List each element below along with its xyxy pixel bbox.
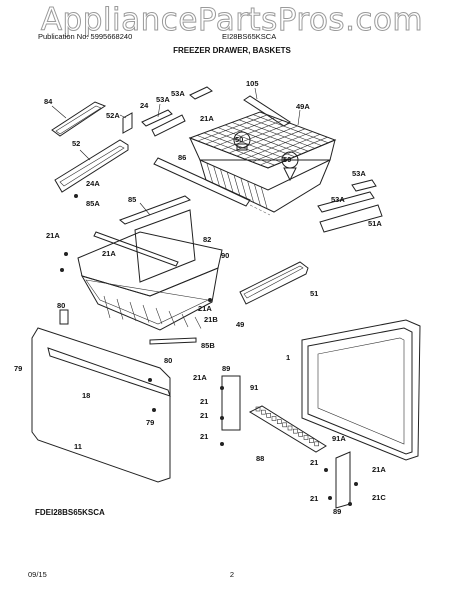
callout: 89 bbox=[333, 507, 341, 516]
part-49a-wire-basket bbox=[188, 109, 337, 213]
callout: 21C bbox=[372, 493, 386, 502]
callout: 49A bbox=[296, 102, 310, 111]
part-82-rod bbox=[93, 231, 179, 267]
callout: 21A bbox=[372, 465, 386, 474]
callout: 11 bbox=[74, 442, 82, 451]
screw-icon bbox=[148, 378, 152, 382]
part-85b-bar bbox=[149, 337, 197, 345]
screw-icon bbox=[208, 298, 212, 302]
page-number: 2 bbox=[229, 570, 235, 579]
part-52a-bracket bbox=[119, 112, 133, 134]
screw-icon bbox=[74, 194, 78, 198]
screw-icon bbox=[220, 442, 224, 446]
callout: 21B bbox=[204, 315, 218, 324]
part-11-drawer-front bbox=[31, 309, 171, 483]
callout: 82 bbox=[203, 235, 211, 244]
callout: 18 bbox=[82, 391, 90, 400]
callout: 21A bbox=[198, 304, 212, 313]
callout: 21A bbox=[193, 373, 207, 382]
part-52-slide bbox=[54, 139, 129, 193]
callout: 86 bbox=[178, 153, 186, 162]
callout: 80 bbox=[164, 356, 172, 365]
footer-model: FDEI28BS65KSCA bbox=[35, 508, 105, 517]
part-51-slide bbox=[239, 261, 309, 305]
callout: 85 bbox=[128, 195, 136, 204]
callout: 51 bbox=[310, 289, 318, 298]
callout: 1 bbox=[286, 353, 290, 362]
callout: 80 bbox=[57, 301, 65, 310]
callout: 105 bbox=[246, 79, 259, 88]
callout: 21A bbox=[200, 114, 214, 123]
callout: 50 bbox=[283, 155, 291, 164]
callout: 21A bbox=[46, 231, 60, 240]
callout: 84 bbox=[44, 97, 53, 106]
screw-icon bbox=[354, 482, 358, 486]
callout: 24A bbox=[86, 179, 100, 188]
screw-icon bbox=[64, 252, 68, 256]
part-53a-slide bbox=[141, 86, 213, 137]
callout-labels: 84 52A 24 53A 53A 105 21A 49A 50 86 50 5… bbox=[14, 79, 386, 516]
screw-icon bbox=[220, 386, 224, 390]
part-84-rail bbox=[51, 101, 107, 137]
callout: 50 bbox=[235, 135, 243, 144]
callout: 21 bbox=[200, 432, 208, 441]
part-49-basket bbox=[77, 231, 223, 331]
callout: 79 bbox=[14, 364, 22, 373]
part-53a-right bbox=[317, 179, 383, 233]
screw-icons bbox=[60, 194, 358, 506]
part-105-bar bbox=[243, 87, 291, 127]
callout: 49 bbox=[236, 320, 244, 329]
callout: 52 bbox=[72, 139, 80, 148]
callout: 89 bbox=[222, 364, 230, 373]
callout: 88 bbox=[256, 454, 264, 463]
callout: 21 bbox=[200, 411, 208, 420]
screw-icon bbox=[152, 408, 156, 412]
callout: 79 bbox=[146, 418, 154, 427]
callout: 21 bbox=[310, 458, 318, 467]
callout: 53A bbox=[156, 95, 170, 104]
part-50-clip bbox=[233, 131, 299, 182]
callout: 53A bbox=[171, 89, 185, 98]
callout: 85B bbox=[201, 341, 215, 350]
screw-icon bbox=[60, 268, 64, 272]
screw-icon bbox=[328, 496, 332, 500]
callout: 24 bbox=[140, 101, 149, 110]
callout: 91 bbox=[250, 383, 258, 392]
page-title: FREEZER DRAWER, BASKETS bbox=[173, 46, 291, 55]
callout: 53A bbox=[352, 169, 366, 178]
part-85-divider bbox=[118, 195, 196, 283]
callout: 51A bbox=[368, 219, 382, 228]
callout: 21A bbox=[102, 249, 116, 258]
part-89-bracket bbox=[221, 375, 351, 509]
callout: 21 bbox=[200, 397, 208, 406]
callout: 53A bbox=[331, 195, 345, 204]
publication-number: Publication No: 5995668240 bbox=[38, 32, 133, 41]
model-number: EI28BS65KSCA bbox=[222, 32, 277, 41]
part-1-gasket bbox=[301, 319, 421, 461]
footer-date: 09/15 bbox=[28, 570, 47, 579]
callout: 21 bbox=[310, 494, 318, 503]
callout: 85A bbox=[86, 199, 100, 208]
screw-icon bbox=[220, 416, 224, 420]
callout: 52A bbox=[106, 111, 120, 120]
screw-icon bbox=[324, 468, 328, 472]
part-88-heater bbox=[248, 405, 327, 453]
screw-icon bbox=[348, 502, 352, 506]
watermark: AppliancePartsPros.com bbox=[40, 2, 424, 39]
callout: 90 bbox=[221, 251, 229, 260]
callout: 91A bbox=[332, 434, 346, 443]
part-86-rail bbox=[153, 157, 271, 216]
